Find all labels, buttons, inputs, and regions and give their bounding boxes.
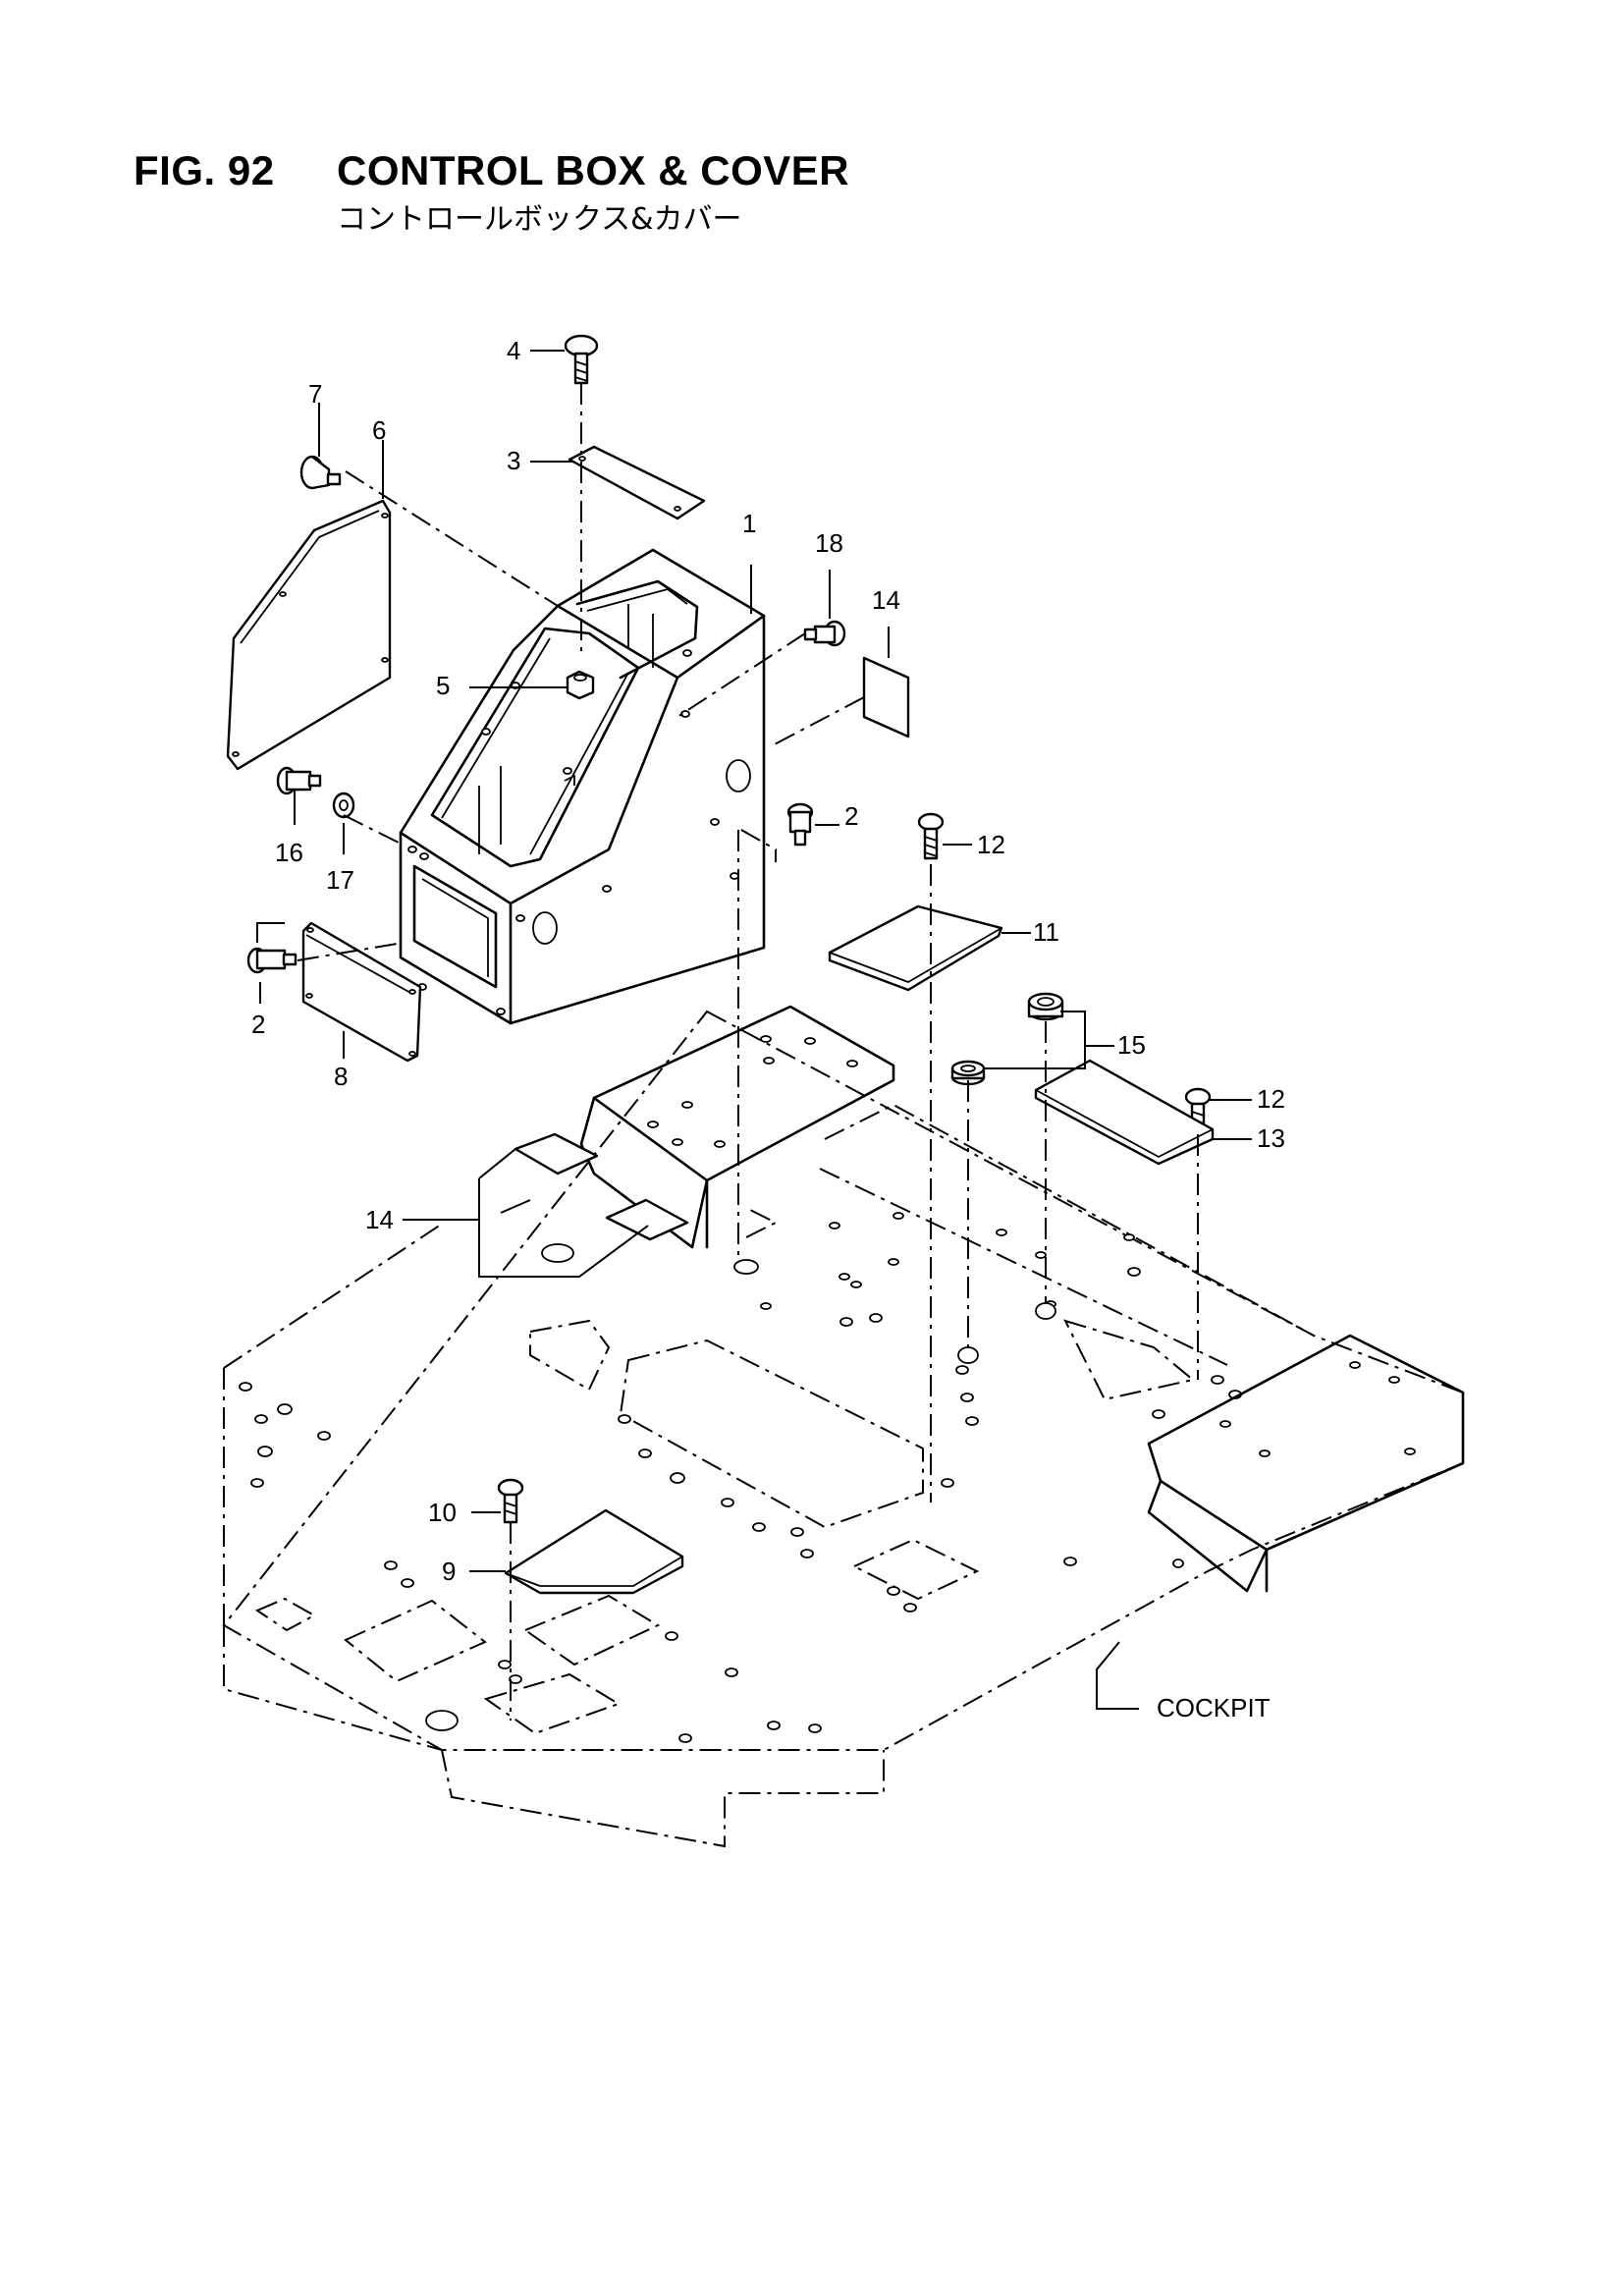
callout-12-lower: 12 <box>1257 1084 1285 1114</box>
figure-number: FIG. 92 <box>134 147 275 193</box>
callout-16: 16 <box>275 838 303 867</box>
part-12-bolt-icon-upper <box>917 812 945 860</box>
callout-4: 4 <box>507 336 520 365</box>
callout-1: 1 <box>742 509 756 538</box>
part-4-bolt-icon <box>564 334 599 385</box>
part-3-top-plate <box>568 445 706 520</box>
part-17-washer-icon <box>332 792 355 819</box>
callout-17: 17 <box>326 865 354 895</box>
part-5-nut-icon <box>566 670 595 700</box>
callout-15: 15 <box>1117 1030 1146 1060</box>
callout-18: 18 <box>815 528 843 558</box>
part-14-decal-upper <box>862 656 910 738</box>
part-8-front-plate <box>301 921 422 1063</box>
callout-labels: 7 6 4 3 1 18 14 5 2 16 17 2 8 12 11 15 1… <box>251 336 1285 1722</box>
callout-2-left: 2 <box>251 1010 265 1039</box>
part-14-decal-lower <box>514 1132 689 1263</box>
cockpit-floor <box>222 1010 1464 1848</box>
callout-10: 10 <box>428 1498 457 1527</box>
floor-holes <box>239 1212 1242 1743</box>
leader-lines <box>256 350 1252 1710</box>
part-18-bolt-icon <box>803 620 846 647</box>
part-9-plate <box>504 1508 684 1595</box>
callout-11: 11 <box>1033 917 1059 947</box>
part-2-bolt-icon-left <box>246 947 298 974</box>
callout-6: 6 <box>372 415 386 445</box>
callout-2-right: 2 <box>844 801 858 831</box>
callout-7: 7 <box>308 379 322 409</box>
figure-subtitle: コントロールボックス&カバー <box>337 202 742 237</box>
assembly-label-cockpit: COCKPIT <box>1157 1693 1271 1722</box>
callout-5: 5 <box>436 671 450 700</box>
assembly-lines <box>297 383 1199 1721</box>
callout-9: 9 <box>442 1557 456 1586</box>
callout-8: 8 <box>334 1062 348 1091</box>
callout-12-upper: 12 <box>977 830 1005 859</box>
callout-13: 13 <box>1257 1123 1285 1153</box>
part-15-grommet-icon-lower <box>950 1060 986 1086</box>
part-6-side-cover <box>226 499 392 771</box>
control-box <box>399 548 766 1025</box>
part-2-bolt-icon-right <box>786 802 814 847</box>
callout-14-upper: 14 <box>872 585 900 615</box>
floor-right-bracket <box>1147 1334 1465 1593</box>
part-10-bolt-icon <box>497 1478 524 1524</box>
figure-title: CONTROL BOX & COVER <box>337 147 850 193</box>
part-16-bolt-icon <box>276 766 322 795</box>
callout-14-lower: 14 <box>365 1205 394 1234</box>
part-13-plate <box>1034 1059 1215 1166</box>
part-11-plate <box>828 904 1003 992</box>
callout-3: 3 <box>507 446 520 475</box>
part-7-knob-icon <box>299 455 342 490</box>
part-15-grommet-icon-upper <box>1027 992 1064 1021</box>
